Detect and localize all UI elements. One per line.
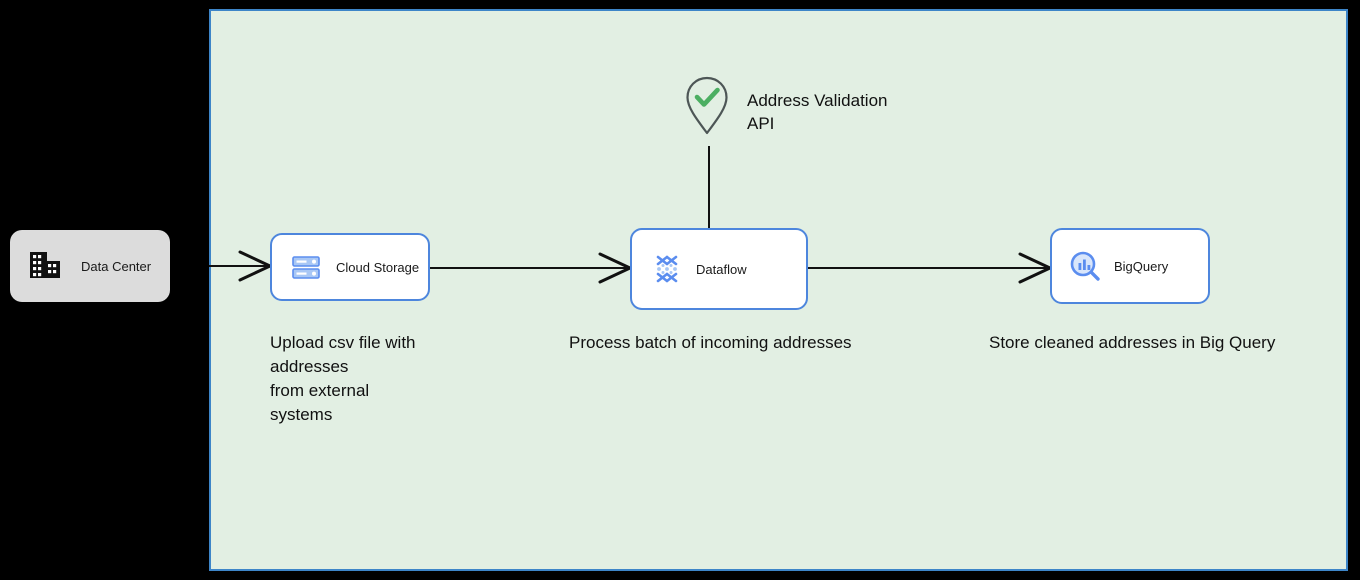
node-dataflow[interactable]: Dataflow <box>630 228 808 310</box>
bigquery-label: BigQuery <box>1114 258 1169 274</box>
caption-process-batch: Process batch of incoming addresses <box>569 333 852 352</box>
dataflow-label: Dataflow <box>696 261 747 277</box>
node-data-center[interactable]: Data Center <box>10 230 170 302</box>
data-center-building-icon <box>30 252 60 278</box>
cloud-storage-label: Cloud Storage <box>336 259 420 275</box>
node-address-validation-api[interactable]: Address Validation API <box>684 75 888 137</box>
bigquery-icon <box>1070 251 1100 281</box>
node-bigquery[interactable]: BigQuery <box>1050 228 1210 304</box>
data-center-label: Data Center <box>81 258 152 274</box>
address-validation-api-label: Address Validation API <box>747 91 888 133</box>
caption-store-cleaned: Store cleaned addresses in Big Query <box>989 333 1276 352</box>
location-pin-check-icon <box>686 76 728 135</box>
cloud-storage-icon <box>292 256 320 279</box>
caption-upload-csv: Upload csv file with addresses from exte… <box>270 333 416 424</box>
dataflow-icon <box>656 255 678 283</box>
node-cloud-storage[interactable]: Cloud Storage <box>270 233 430 301</box>
